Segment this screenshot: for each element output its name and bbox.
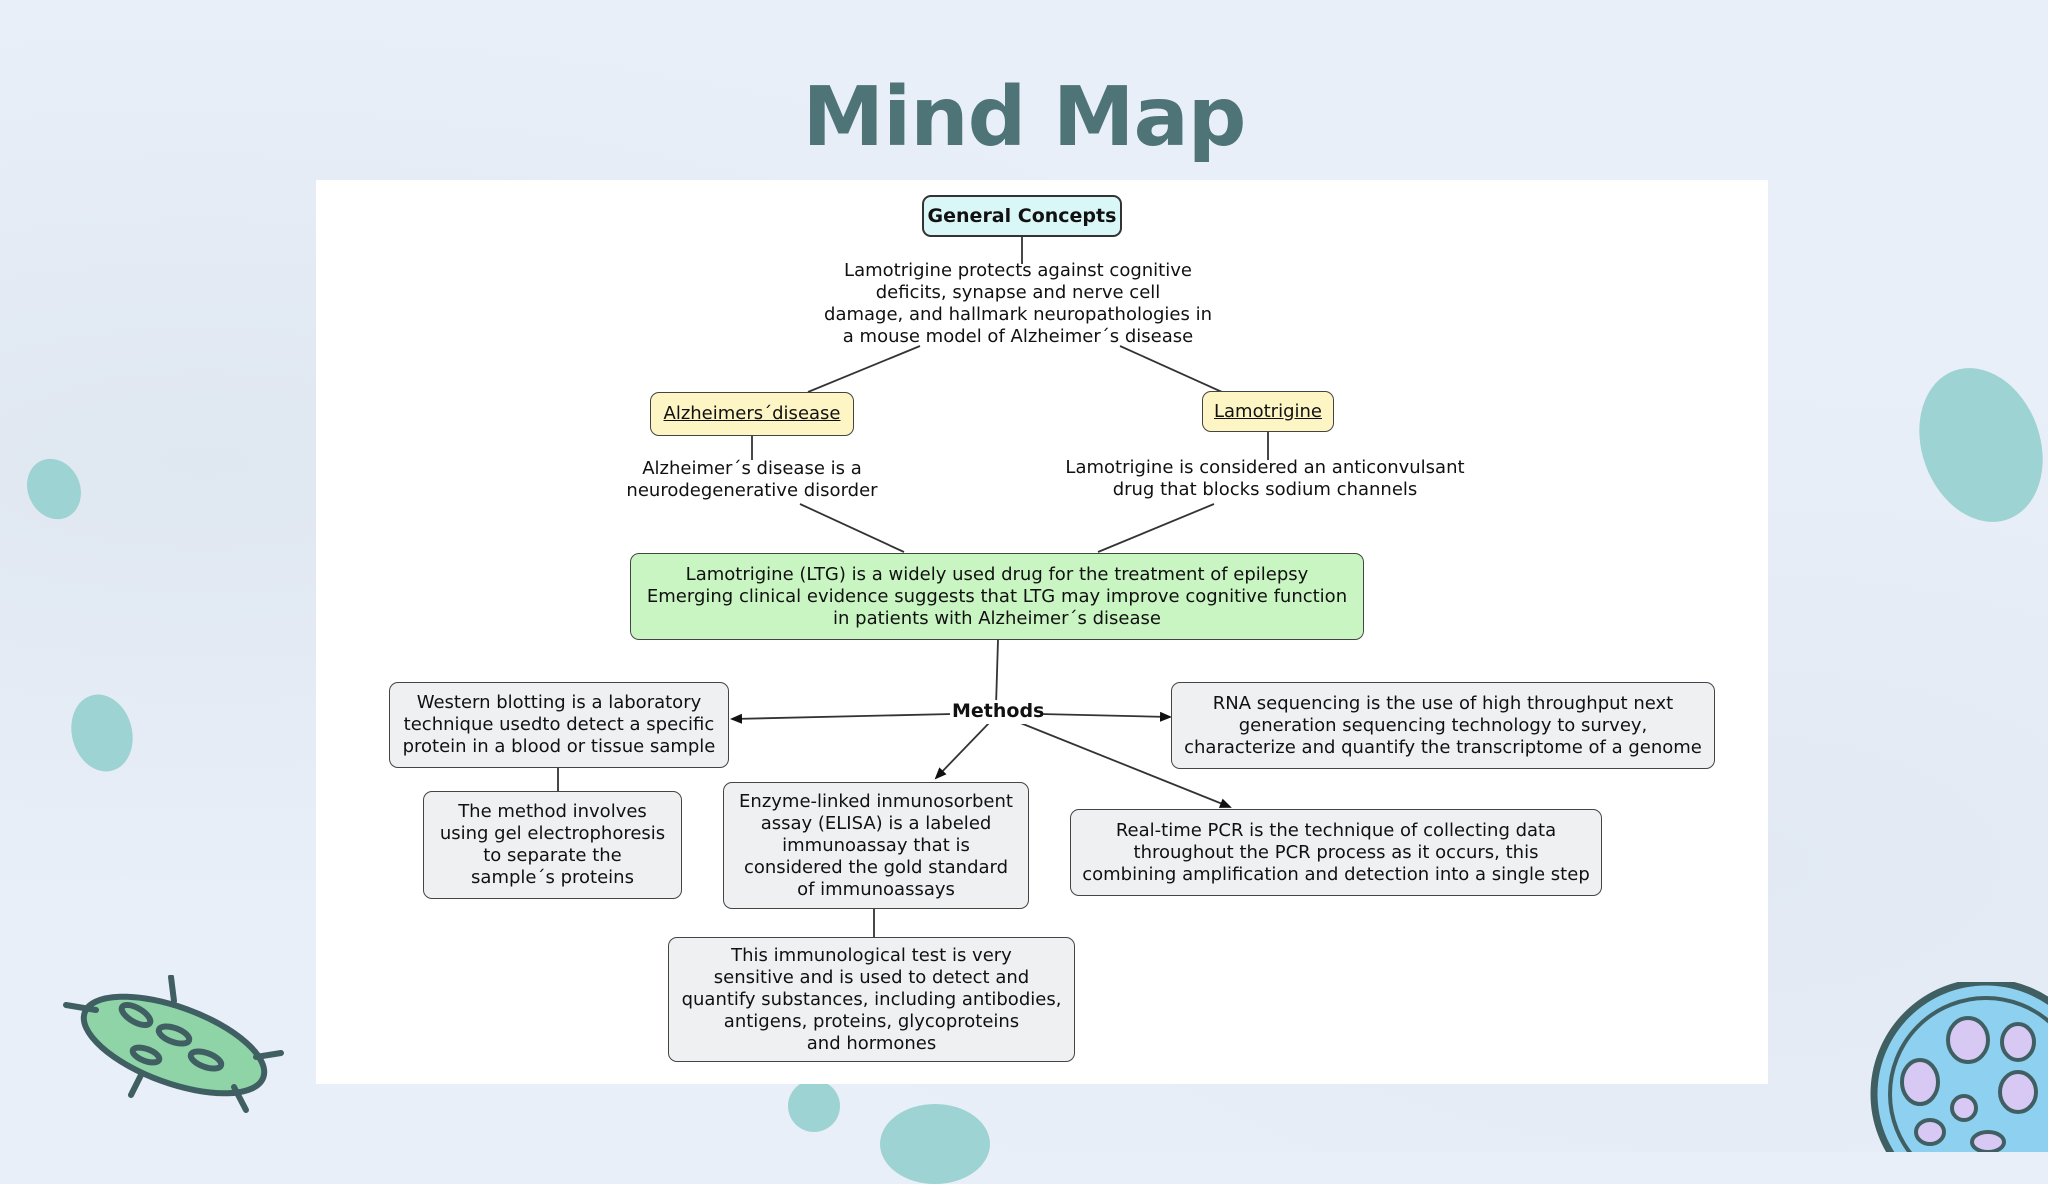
alzheimers-description: Alzheimer´s disease is a neurodegenerati…: [626, 458, 878, 501]
slide-title: Mind Map: [802, 70, 1247, 165]
alzheimers-disease-node: Alzheimers´disease: [650, 392, 854, 436]
lamotrigine-description: Lamotrigine is considered an anticonvuls…: [1065, 457, 1465, 500]
connector-lines: [557, 236, 1269, 938]
real-time-pcr-node: Real-time PCR is the technique of collec…: [1070, 809, 1602, 896]
elisa-node: Enzyme-linked inmunosorbent assay (ELISA…: [723, 782, 1029, 909]
cell-illustration: [1870, 982, 2048, 1152]
ltg-node: Lamotrigine (LTG) is a widely used drug …: [630, 553, 1364, 640]
general-concepts-node: General Concepts: [922, 195, 1122, 237]
bacteria-illustration: [63, 975, 284, 1113]
lamotrigine-node: Lamotrigine: [1202, 391, 1334, 432]
rna-sequencing-node: RNA sequencing is the use of high throug…: [1171, 682, 1715, 769]
western-blotting-node: Western blotting is a laboratory techniq…: [389, 682, 729, 768]
methods-label: Methods: [950, 700, 1045, 724]
decorative-blob: [788, 1080, 840, 1132]
summary-text: Lamotrigine protects against cognitive d…: [824, 260, 1212, 347]
immunological-test-node: This immunological test is very sensitiv…: [668, 937, 1075, 1062]
gel-electrophoresis-node: The method involves using gel electropho…: [423, 791, 682, 899]
